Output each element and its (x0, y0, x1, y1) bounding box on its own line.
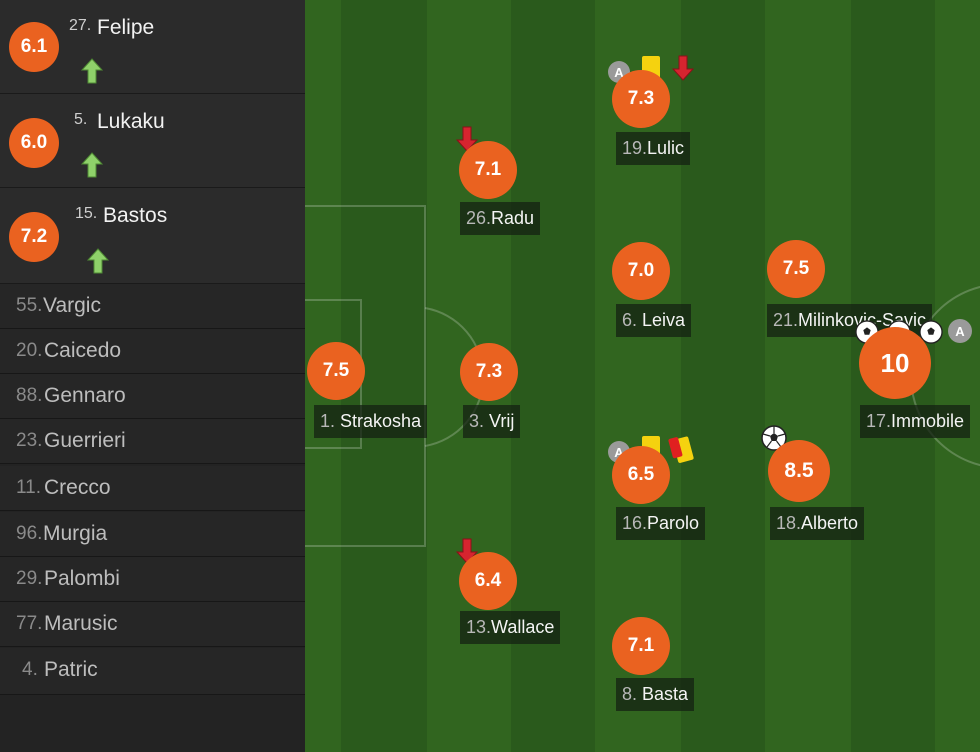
player-name: Felipe (97, 16, 155, 39)
player-label-immobile[interactable]: 17.Immobile (860, 405, 971, 438)
player-name: Palombi (44, 567, 120, 590)
player-name: Lukaku (97, 110, 165, 133)
player-name: Parolo (647, 513, 700, 533)
player-name: Strakosha (340, 411, 422, 431)
player-label-leiva[interactable]: 6. Leiva (616, 304, 692, 337)
player-name: Vargic (43, 294, 101, 317)
bench-player[interactable]: 23. Guerrieri (0, 419, 305, 464)
player-number: 3. (469, 411, 485, 431)
sub-out-arrow-icon (672, 55, 694, 81)
bench-player[interactable]: 96. Murgia (0, 512, 305, 557)
bench-player[interactable]: 4. Patric (0, 648, 305, 695)
player-name: Basta (642, 684, 689, 704)
rating-badge: 6.0 (9, 118, 59, 168)
player-label-parolo[interactable]: 16.Parolo (616, 507, 706, 540)
sub-in-arrow-icon (87, 248, 109, 274)
bench-player[interactable]: 55. Vargic (0, 284, 305, 329)
rating-badge: 7.3 (460, 343, 518, 401)
bench-player[interactable]: 77. Marusic (0, 602, 305, 647)
player-number: 88. (16, 385, 43, 406)
rating-badge: 7.3 (612, 70, 670, 128)
rating-badge: 8.5 (768, 440, 830, 502)
player-name: Vrij (489, 411, 515, 431)
rating-badge: 6.1 (9, 22, 59, 72)
player-number: 29. (16, 568, 43, 589)
player-number: 1. (320, 411, 336, 431)
player-name: Crecco (44, 476, 111, 499)
goal-icon (761, 425, 787, 451)
player-number: 8. (622, 684, 638, 704)
player-number: 18. (776, 513, 802, 533)
player-name: Caicedo (44, 339, 122, 362)
sub-in-arrow-icon (81, 152, 103, 178)
rating-badge: 10 (859, 327, 931, 399)
player-number: 19. (622, 138, 648, 158)
player-number: 55. (16, 295, 43, 316)
rating-badge: 6.4 (459, 552, 517, 610)
player-name: Wallace (491, 617, 555, 637)
bench-player[interactable]: 88. Gennaro (0, 374, 305, 419)
player-name: Leiva (642, 310, 686, 330)
player-label-lulic[interactable]: 19.Lulic (616, 132, 691, 165)
player-name: Guerrieri (44, 429, 126, 452)
player-number: 15. (75, 205, 98, 222)
rating-badge: 7.5 (767, 240, 825, 298)
rating-badge: 7.2 (9, 212, 59, 262)
player-name: Alberto (801, 513, 859, 533)
rating-badge: 7.5 (307, 342, 365, 400)
player-number: 23. (16, 430, 43, 451)
player-name: Murgia (43, 522, 108, 545)
player-number: 13. (466, 617, 492, 637)
sub-player-bastos[interactable]: 7.2 15. Bastos (0, 188, 305, 284)
player-number: 11. (16, 477, 42, 498)
player-number: 21. (773, 310, 799, 330)
player-label-wallace[interactable]: 13.Wallace (460, 611, 561, 644)
player-name: Bastos (103, 204, 168, 227)
player-label-vrij[interactable]: 3. Vrij (463, 405, 521, 438)
rating-badge: 7.1 (612, 617, 670, 675)
substitutes-panel: 6.1 27. Felipe 6.0 5. Lukaku 7.2 15. Bas… (0, 0, 305, 752)
player-label-alberto[interactable]: 18.Alberto (770, 507, 865, 540)
player-number: 27. (69, 17, 92, 34)
player-number: 26. (466, 208, 492, 228)
player-number: 17. (866, 411, 892, 431)
player-name: Marusic (44, 612, 118, 635)
goal-icon (919, 320, 943, 344)
rating-badge: 7.1 (459, 141, 517, 199)
player-label-basta[interactable]: 8. Basta (616, 678, 695, 711)
player-name: Lulic (647, 138, 685, 158)
player-name: Immobile (891, 411, 965, 431)
rating-badge: 7.0 (612, 242, 670, 300)
player-number: 4. (22, 659, 38, 680)
player-number: 5. (74, 111, 88, 128)
bench-player[interactable]: 29. Palombi (0, 557, 305, 602)
player-label-radu[interactable]: 26.Radu (460, 202, 541, 235)
rating-badge: 6.5 (612, 446, 670, 504)
player-number: 96. (16, 523, 43, 544)
player-number: 16. (622, 513, 648, 533)
sub-player-lukaku[interactable]: 6.0 5. Lukaku (0, 94, 305, 188)
player-name: Radu (491, 208, 535, 228)
assist-icon: A (948, 319, 972, 343)
sub-player-felipe[interactable]: 6.1 27. Felipe (0, 0, 305, 94)
bench-player[interactable]: 20. Caicedo (0, 329, 305, 374)
bench-player[interactable]: 11. Crecco (0, 466, 305, 511)
pitch: 7.5 1. Strakosha 7.1 26.Radu 7.3 3. Vrij… (305, 0, 980, 752)
player-number: 20. (16, 340, 43, 361)
player-number: 77. (16, 613, 43, 634)
sub-in-arrow-icon (81, 58, 103, 84)
player-name: Patric (44, 658, 98, 681)
player-number: 6. (622, 310, 638, 330)
player-label-strakosha[interactable]: 1. Strakosha (314, 405, 428, 438)
player-name: Gennaro (44, 384, 126, 407)
